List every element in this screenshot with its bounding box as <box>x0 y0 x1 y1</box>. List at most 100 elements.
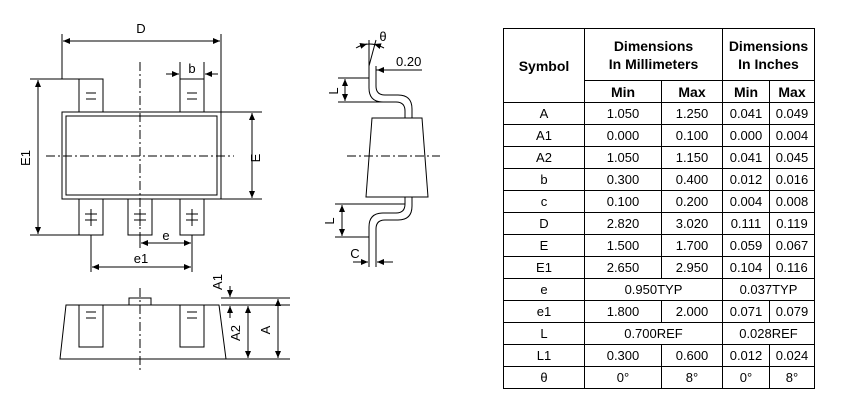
table-row: A10.0000.1000.0000.004 <box>504 125 815 147</box>
lead-top-left <box>79 79 103 112</box>
in-header: Dimensions In Inches <box>723 29 815 81</box>
table-cell: 0.100 <box>662 125 723 147</box>
symbol-header: Symbol <box>504 29 585 103</box>
in-header-line2: In Inches <box>723 55 814 73</box>
dim-label-D: D <box>136 21 145 36</box>
table-cell: 0.041 <box>723 103 770 125</box>
table-cell: 0.008 <box>770 191 815 213</box>
table-cell: 0.000 <box>585 125 662 147</box>
table-cell: 1.500 <box>585 235 662 257</box>
side-lead-upper-outer <box>369 66 405 118</box>
side-lead-upper-inner <box>376 66 412 118</box>
front-lead-right <box>180 305 204 347</box>
dim-label-A1: A1 <box>210 274 225 290</box>
side-lead-lower-outer <box>369 197 405 267</box>
dim-label-theta: θ <box>379 29 386 44</box>
table-cell: 3.020 <box>662 213 723 235</box>
dim-label-e1: e1 <box>134 251 148 266</box>
table-cell: 0.004 <box>723 191 770 213</box>
table-cell: A1 <box>504 125 585 147</box>
table-cell: 0° <box>585 367 662 389</box>
table-cell: 2.650 <box>585 257 662 279</box>
table-cell: b <box>504 169 585 191</box>
mm-min-header: Min <box>585 81 662 103</box>
table-cell: e1 <box>504 301 585 323</box>
table-cell: 0.012 <box>723 345 770 367</box>
table-cell: 1.050 <box>585 147 662 169</box>
front-view <box>60 286 290 372</box>
table-row: L10.3000.6000.0120.024 <box>504 345 815 367</box>
table-cell: 0.400 <box>662 169 723 191</box>
table-cell: θ <box>504 367 585 389</box>
dim-label-E: E <box>248 153 263 162</box>
table-cell: 0.300 <box>585 169 662 191</box>
table-row: e0.950TYP0.037TYP <box>504 279 815 301</box>
table-cell: 0.200 <box>662 191 723 213</box>
table-cell: 2.820 <box>585 213 662 235</box>
table-cell: 0.012 <box>723 169 770 191</box>
table-row: D2.8203.0200.1110.119 <box>504 213 815 235</box>
in-max-header: Max <box>770 81 815 103</box>
table-cell: 1.050 <box>585 103 662 125</box>
table-cell: L <box>504 323 585 345</box>
table-cell: 0.000 <box>723 125 770 147</box>
dim-label-A: A <box>258 325 273 334</box>
table-cell: 0.600 <box>662 345 723 367</box>
front-body <box>60 305 226 359</box>
top-view <box>30 34 262 272</box>
front-lead-left <box>79 305 103 347</box>
mm-header-line2: In Millimeters <box>585 55 722 73</box>
dim-label-L-upper: L <box>326 87 341 94</box>
table-cell: 0.071 <box>723 301 770 323</box>
table-cell: 0.059 <box>723 235 770 257</box>
table-row: e11.8002.0000.0710.079 <box>504 301 815 323</box>
table-cell: 2.950 <box>662 257 723 279</box>
table-cell: 0.950TYP <box>585 279 723 301</box>
package-drawing: D b E1 E e e1 θ 0.20 L L C <box>0 0 500 408</box>
dim-label-L-lower: L <box>322 217 337 224</box>
side-lead-lower-inner <box>376 197 412 267</box>
in-header-line1: Dimensions <box>723 37 814 55</box>
table-cell: 0.067 <box>770 235 815 257</box>
lead-top-right <box>180 79 204 112</box>
table-cell: 8° <box>770 367 815 389</box>
table-row: b0.3000.4000.0120.016 <box>504 169 815 191</box>
table-cell: c <box>504 191 585 213</box>
table-cell: 1.150 <box>662 147 723 169</box>
table-cell: L1 <box>504 345 585 367</box>
table-row: L0.700REF0.028REF <box>504 323 815 345</box>
table-cell: 0.079 <box>770 301 815 323</box>
table-cell: 0.037TYP <box>723 279 815 301</box>
table-row: c0.1000.2000.0040.008 <box>504 191 815 213</box>
table-cell: 0.104 <box>723 257 770 279</box>
table-cell: 8° <box>662 367 723 389</box>
in-min-header: Min <box>723 81 770 103</box>
table-cell: 0.024 <box>770 345 815 367</box>
table-cell: 0° <box>723 367 770 389</box>
table-cell: E <box>504 235 585 257</box>
table-cell: 0.049 <box>770 103 815 125</box>
table-row: E1.5001.7000.0590.067 <box>504 235 815 257</box>
table-cell: A2 <box>504 147 585 169</box>
table-row: E12.6502.9500.1040.116 <box>504 257 815 279</box>
table-cell: 0.111 <box>723 213 770 235</box>
table-row: A1.0501.2500.0410.049 <box>504 103 815 125</box>
mm-max-header: Max <box>662 81 723 103</box>
side-view <box>335 40 440 267</box>
mm-header: Dimensions In Millimeters <box>585 29 723 81</box>
table-cell: 2.000 <box>662 301 723 323</box>
dim-label-E1: E1 <box>18 150 33 166</box>
table-cell: E1 <box>504 257 585 279</box>
side-body <box>366 118 428 197</box>
table-row: θ0°8°0°8° <box>504 367 815 389</box>
dim-label-A2: A2 <box>228 325 243 341</box>
table-cell: 0.100 <box>585 191 662 213</box>
dim-label-b: b <box>188 61 195 76</box>
table-cell: 0.045 <box>770 147 815 169</box>
dim-label-e: e <box>162 228 169 243</box>
table-cell: 0.700REF <box>585 323 723 345</box>
dimension-table: Symbol Dimensions In Millimeters Dimensi… <box>503 28 815 389</box>
table-cell: 0.041 <box>723 147 770 169</box>
table-cell: 0.300 <box>585 345 662 367</box>
table-cell: 0.119 <box>770 213 815 235</box>
